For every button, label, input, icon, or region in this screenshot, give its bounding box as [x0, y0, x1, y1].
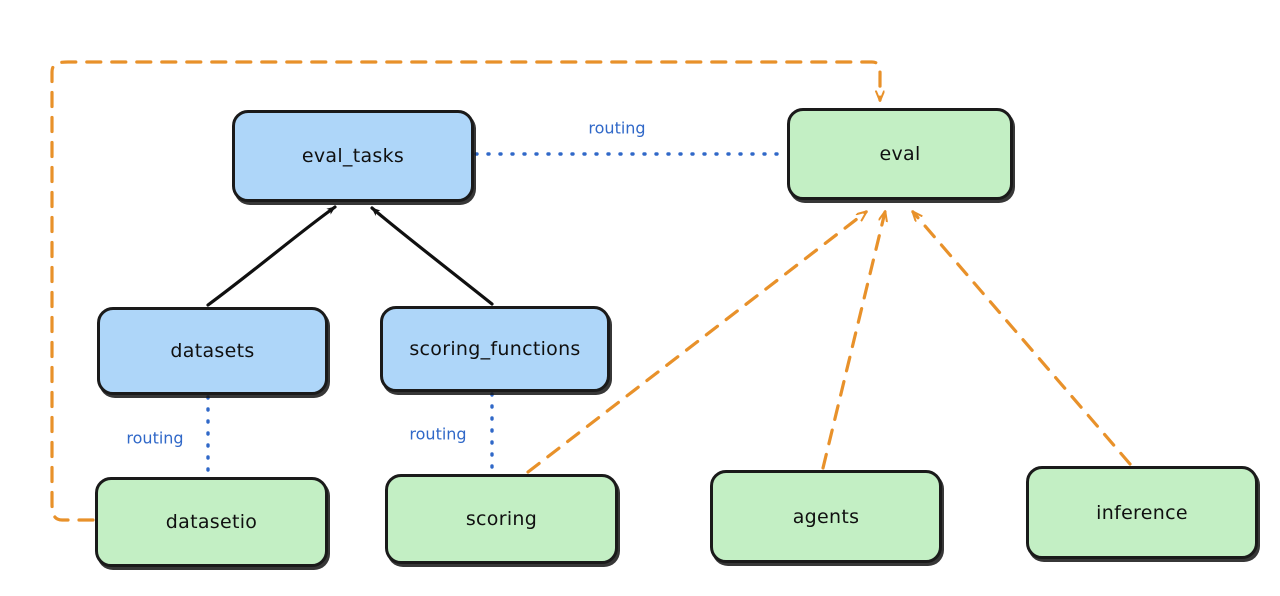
node-agents[interactable]: agents [710, 470, 942, 563]
node-eval[interactable]: eval [787, 108, 1013, 200]
edge-inference-to-eval [913, 212, 1132, 466]
node-label-scoring-functions: scoring_functions [409, 338, 581, 360]
edge-label-routing-datasets: routing [126, 428, 184, 448]
node-label-scoring: scoring [465, 508, 538, 530]
node-label-datasetio: datasetio [165, 511, 258, 533]
node-label-eval-tasks: eval_tasks [301, 145, 405, 167]
edge-scoring-functions-to-eval-tasks [370, 206, 494, 306]
node-label-datasets: datasets [170, 340, 255, 362]
node-datasets[interactable]: datasets [97, 307, 328, 395]
edge-agents-to-eval [821, 212, 885, 470]
node-eval-tasks[interactable]: eval_tasks [232, 110, 474, 202]
edge-label-routing-eval-tasks: routing [588, 118, 646, 138]
edge-label-routing-scoring-functions: routing [409, 424, 467, 444]
node-scoring-functions[interactable]: scoring_functions [380, 306, 610, 392]
node-label-agents: agents [792, 505, 860, 528]
node-label-inference: inference [1096, 501, 1188, 524]
node-label-eval: eval [879, 143, 921, 165]
node-datasetio[interactable]: datasetio [95, 477, 328, 567]
edge-datasets-to-eval-tasks [206, 205, 337, 307]
edge-datasetio-to-eval [50, 60, 880, 522]
node-scoring[interactable]: scoring [385, 474, 618, 564]
node-inference[interactable]: inference [1026, 466, 1258, 559]
edge-scoring-to-eval [526, 212, 866, 474]
